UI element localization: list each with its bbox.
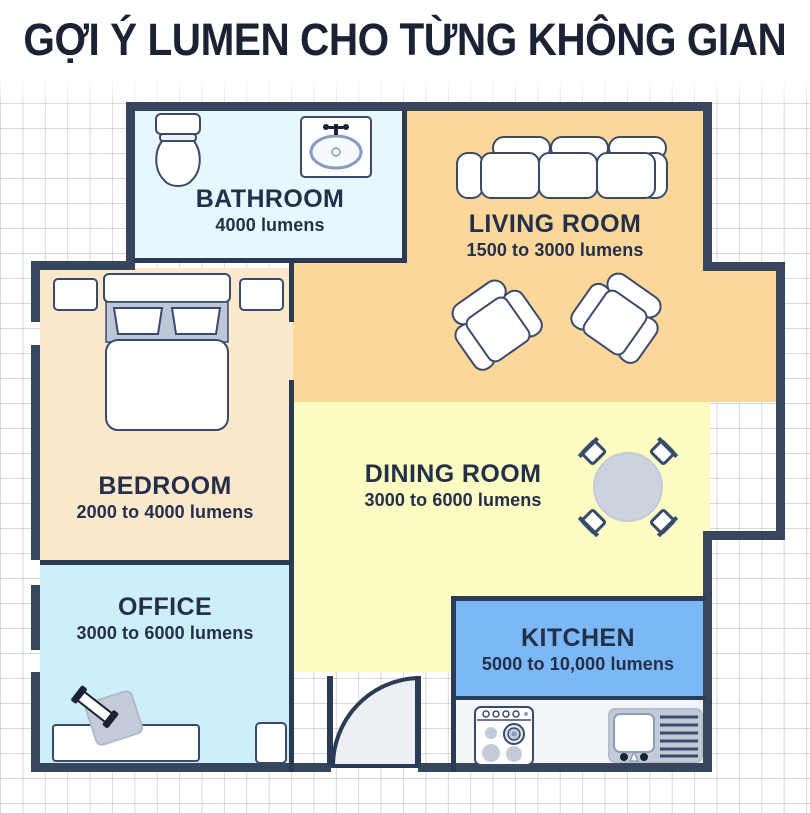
sofa-icon (455, 135, 670, 200)
armchair-left-icon (437, 261, 568, 391)
page-title-bar: GỢI Ý LUMEN CHO TỪNG KHÔNG GIAN (0, 0, 810, 80)
wall-bathroom-bottom-right (293, 258, 407, 263)
wall-kitchen-left (451, 596, 456, 772)
wall-bedroom-right-upper (289, 262, 294, 322)
nightstand-right-icon (239, 278, 284, 311)
wall-bottom-right (418, 763, 712, 772)
room-lumens-dining: 3000 to 6000 lumens (364, 490, 542, 511)
wall-left-seg-3 (31, 585, 40, 650)
wall-bathroom-left (126, 102, 135, 270)
wall-right-far (776, 262, 785, 540)
wall-bedroom-office-divider (40, 560, 293, 565)
room-lumens-kitchen: 5000 to 10,000 lumens (481, 654, 675, 675)
wall-bottom-office (31, 763, 331, 772)
wall-left-seg-2 (31, 345, 40, 560)
room-lumens-bedroom: 2000 to 4000 lumens (76, 502, 254, 523)
room-label-kitchen: KITCHEN 5000 to 10,000 lumens (450, 625, 706, 676)
wall-left-seg-1 (31, 261, 40, 322)
wall-left-seg-4 (31, 672, 40, 772)
dining-table-icon (573, 432, 683, 542)
room-lumens-living: 1500 to 3000 lumens (466, 240, 644, 261)
wall-bathroom-bottom-left (134, 258, 294, 263)
sink-icon (300, 116, 372, 178)
wall-kitchen-top (451, 596, 705, 601)
wall-office-right (289, 564, 294, 772)
cabinet-icon (255, 722, 287, 764)
front-door-swing-icon (325, 670, 425, 770)
wall-right-lower (703, 531, 712, 772)
page-title: GỢI Ý LUMEN CHO TỪNG KHÔNG GIAN (23, 14, 787, 65)
room-label-office: OFFICE 3000 to 6000 lumens (35, 594, 295, 645)
room-name-office: OFFICE (117, 593, 213, 621)
toilet-icon (148, 112, 208, 194)
room-label-bathroom: BATHROOM 4000 lumens (140, 186, 400, 237)
bed-icon (100, 272, 234, 432)
room-name-dining: DINING ROOM (364, 460, 542, 488)
room-name-kitchen: KITCHEN (521, 624, 635, 652)
room-label-dining: DINING ROOM 3000 to 6000 lumens (323, 461, 583, 512)
room-kitchen-fill (455, 600, 705, 697)
kitchen-sink-icon (608, 708, 703, 763)
room-name-bathroom: BATHROOM (195, 185, 345, 213)
room-name-bedroom: BEDROOM (98, 472, 232, 500)
door-jamb-left (327, 676, 333, 766)
room-lumens-office: 3000 to 6000 lumens (76, 623, 254, 644)
room-label-bedroom: BEDROOM 2000 to 4000 lumens (35, 473, 295, 524)
wall-bathroom-living-divider (402, 110, 407, 262)
wall-bedroom-top (31, 261, 135, 270)
nightstand-left-icon (53, 278, 98, 311)
stove-icon (474, 706, 534, 766)
wall-bedroom-right-lower (289, 380, 294, 564)
wall-exterior-top (126, 102, 712, 111)
wall-kitchen-counter-divider (451, 696, 705, 700)
room-name-living: LIVING ROOM (468, 210, 642, 238)
lamp-icon (70, 685, 120, 729)
room-lumens-bathroom: 4000 lumens (215, 215, 325, 236)
room-label-living: LIVING ROOM 1500 to 3000 lumens (425, 211, 685, 262)
dining-chairs-icon (573, 432, 683, 542)
armchair-right-icon (554, 261, 685, 391)
wall-living-bumpout-top (703, 262, 785, 271)
wall-right-living-upper (703, 102, 712, 262)
wall-dining-step (703, 531, 785, 540)
